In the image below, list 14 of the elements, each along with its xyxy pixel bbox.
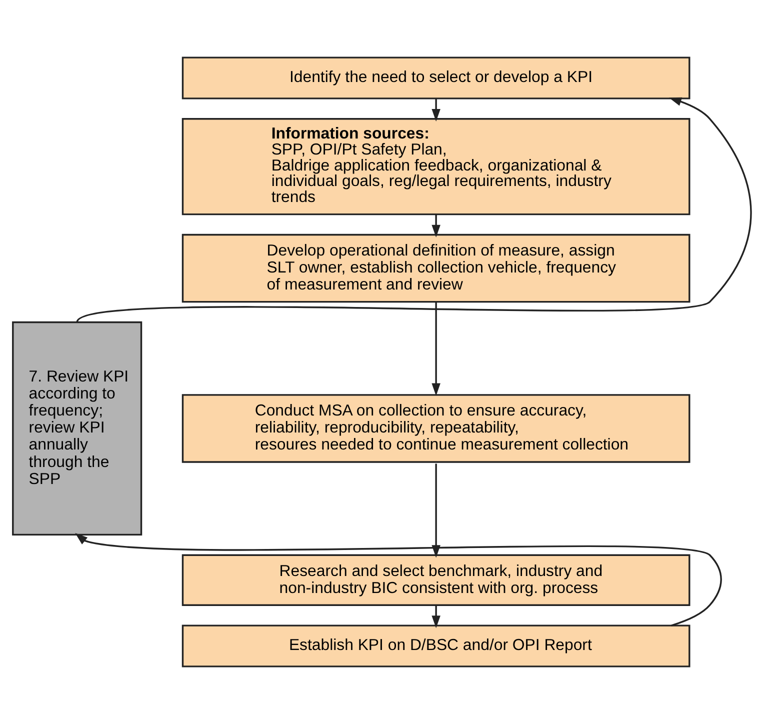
arrow: [76, 97, 752, 323]
node-box: Information sources: SPP, OPI/Pt Safety Plan, Baldrige application feedback, organizational & individual goals, reg/legal requirements, industry trends: [182, 118, 690, 216]
node-box: Establish KPI on D/BSC and/or OPI Report: [182, 624, 690, 668]
node-box: Develop operational definition of measure, assign SLT owner, establish collection vehicle, frequency of measurement and review: [182, 234, 690, 303]
arrow: [432, 302, 440, 396]
arrow: [432, 605, 440, 628]
node-box: 7. Review KPI according to frequency; review KPI annually through the SPP: [12, 321, 142, 536]
node-box: Research and select benchmark, industry and non-industry BIC consistent with org. process: [182, 554, 690, 606]
arrow: [75, 533, 722, 626]
arrow: [432, 214, 440, 238]
arrow: [432, 464, 440, 558]
arrow: [432, 98, 440, 122]
node-box: Conduct MSA on collection to ensure accuracy, reliability, reproducibility, repeatability, resoures needed to continue measurement collection: [182, 394, 690, 463]
node-box: Identify the need to select or develop a KPI: [182, 56, 690, 100]
